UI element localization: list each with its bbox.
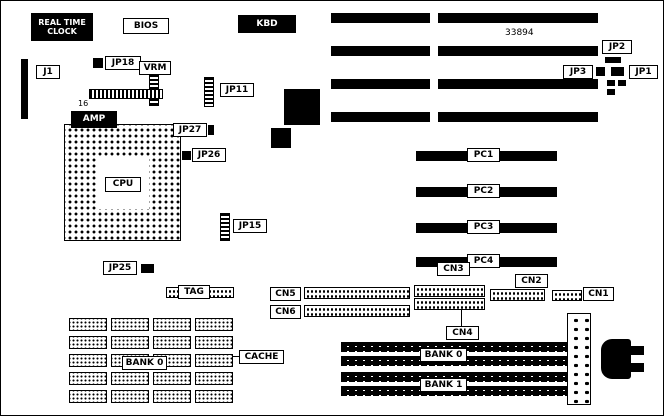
cache-chip (153, 390, 191, 403)
isa-slot-segment (438, 79, 598, 89)
connector-label-cn4: CN4 (446, 326, 479, 340)
jumper-label-jp1: JP1 (629, 65, 658, 79)
cache-chip (69, 354, 107, 367)
jp1-pins (607, 89, 615, 95)
cache-chip (195, 390, 233, 403)
part-number: 33894 (505, 28, 534, 38)
simm-bank1-label: BANK 1 (420, 378, 467, 392)
cn4-connector (414, 298, 485, 310)
jp1-pins (607, 80, 615, 86)
cache-chip (195, 372, 233, 385)
slot-label-pc3: PC3 (467, 220, 500, 234)
jumper-label-jp15: JP15 (233, 219, 267, 233)
simm-bank0-label: BANK 0 (420, 348, 467, 362)
isa-slot-segment (438, 13, 598, 23)
cache-chip (195, 354, 233, 367)
jp18-pins (93, 58, 103, 68)
jumper-label-j1: J1 (36, 65, 60, 79)
cn5-connector (304, 287, 410, 299)
isa-slot-segment (331, 112, 430, 122)
jp26-pins (182, 151, 191, 160)
cache-chip (153, 336, 191, 349)
kbd-chip: KBD (238, 15, 296, 33)
cache-chip (111, 318, 149, 331)
j1-connector (21, 59, 28, 119)
keyboard-connector-tab (630, 363, 644, 372)
power-connector (567, 313, 591, 405)
connector-label-cn6: CN6 (270, 305, 301, 319)
jp15-header (220, 213, 230, 241)
isa-slot-segment (331, 13, 430, 23)
cache-chip (111, 390, 149, 403)
cn4-pointer-line (461, 310, 462, 326)
jp3-pins (596, 67, 605, 76)
jp1-pins (618, 80, 626, 86)
cn6-connector (304, 305, 410, 317)
cache-chip (111, 336, 149, 349)
connector-label-cn5: CN5 (270, 287, 301, 301)
simm-slot (341, 372, 589, 382)
jumper-label-jp3: JP3 (563, 65, 593, 79)
cn3-connector (414, 285, 485, 297)
chipset-ic-large (284, 89, 320, 125)
cache-chip (69, 372, 107, 385)
jumper-label-jp2: JP2 (602, 40, 632, 54)
amp-pin-count: 16 (78, 99, 89, 108)
jp27-pins (208, 125, 214, 135)
jumper-label-jp27: JP27 (173, 123, 207, 137)
cpu-label: CPU (105, 177, 141, 192)
cn2-connector (490, 289, 545, 301)
isa-slot-segment (438, 112, 598, 122)
cn1-connector (552, 290, 582, 301)
cache-chip (111, 372, 149, 385)
isa-slot-segment (331, 46, 430, 56)
cache-chip (69, 318, 107, 331)
jumper-label-jp26: JP26 (192, 148, 226, 162)
cache-chip (69, 336, 107, 349)
slot-label-pc1: PC1 (467, 148, 500, 162)
jp1-pins (611, 67, 624, 76)
cache-chip (69, 390, 107, 403)
slot-label-pc2: PC2 (467, 184, 500, 198)
keyboard-connector-tab (630, 346, 644, 355)
jp25-pins (141, 264, 154, 273)
chipset-ic-small (271, 128, 291, 148)
vrm-label: VRM (139, 61, 171, 75)
slot-label-pc4: PC4 (467, 254, 500, 268)
isa-slot-segment (438, 46, 598, 56)
jumper-label-jp18: JP18 (105, 56, 141, 70)
connector-label-cn3: CN3 (437, 262, 470, 276)
cache-chip (195, 336, 233, 349)
cache-chip (153, 318, 191, 331)
bios-chip: BIOS (123, 18, 169, 34)
rtc-chip: REAL TIME CLOCK (31, 13, 93, 41)
connector-label-cn1: CN1 (583, 287, 614, 301)
cache-label: CACHE (239, 350, 284, 364)
jp11-header (204, 77, 214, 107)
isa-slot-segment (331, 79, 430, 89)
tag-label: TAG (178, 285, 210, 299)
cache-pointer-line (227, 356, 239, 357)
jp2-pins (605, 57, 621, 63)
jumper-label-jp25: JP25 (103, 261, 137, 275)
cache-chip (195, 318, 233, 331)
cache-chip (153, 372, 191, 385)
simm-slot (341, 342, 589, 352)
jumper-label-jp11: JP11 (220, 83, 254, 97)
cache-bank0-label: BANK 0 (122, 356, 167, 370)
keyboard-din-connector (601, 339, 631, 379)
amp-label: AMP (71, 111, 117, 128)
connector-label-cn2: CN2 (515, 274, 548, 288)
amp-power-header (89, 89, 163, 99)
